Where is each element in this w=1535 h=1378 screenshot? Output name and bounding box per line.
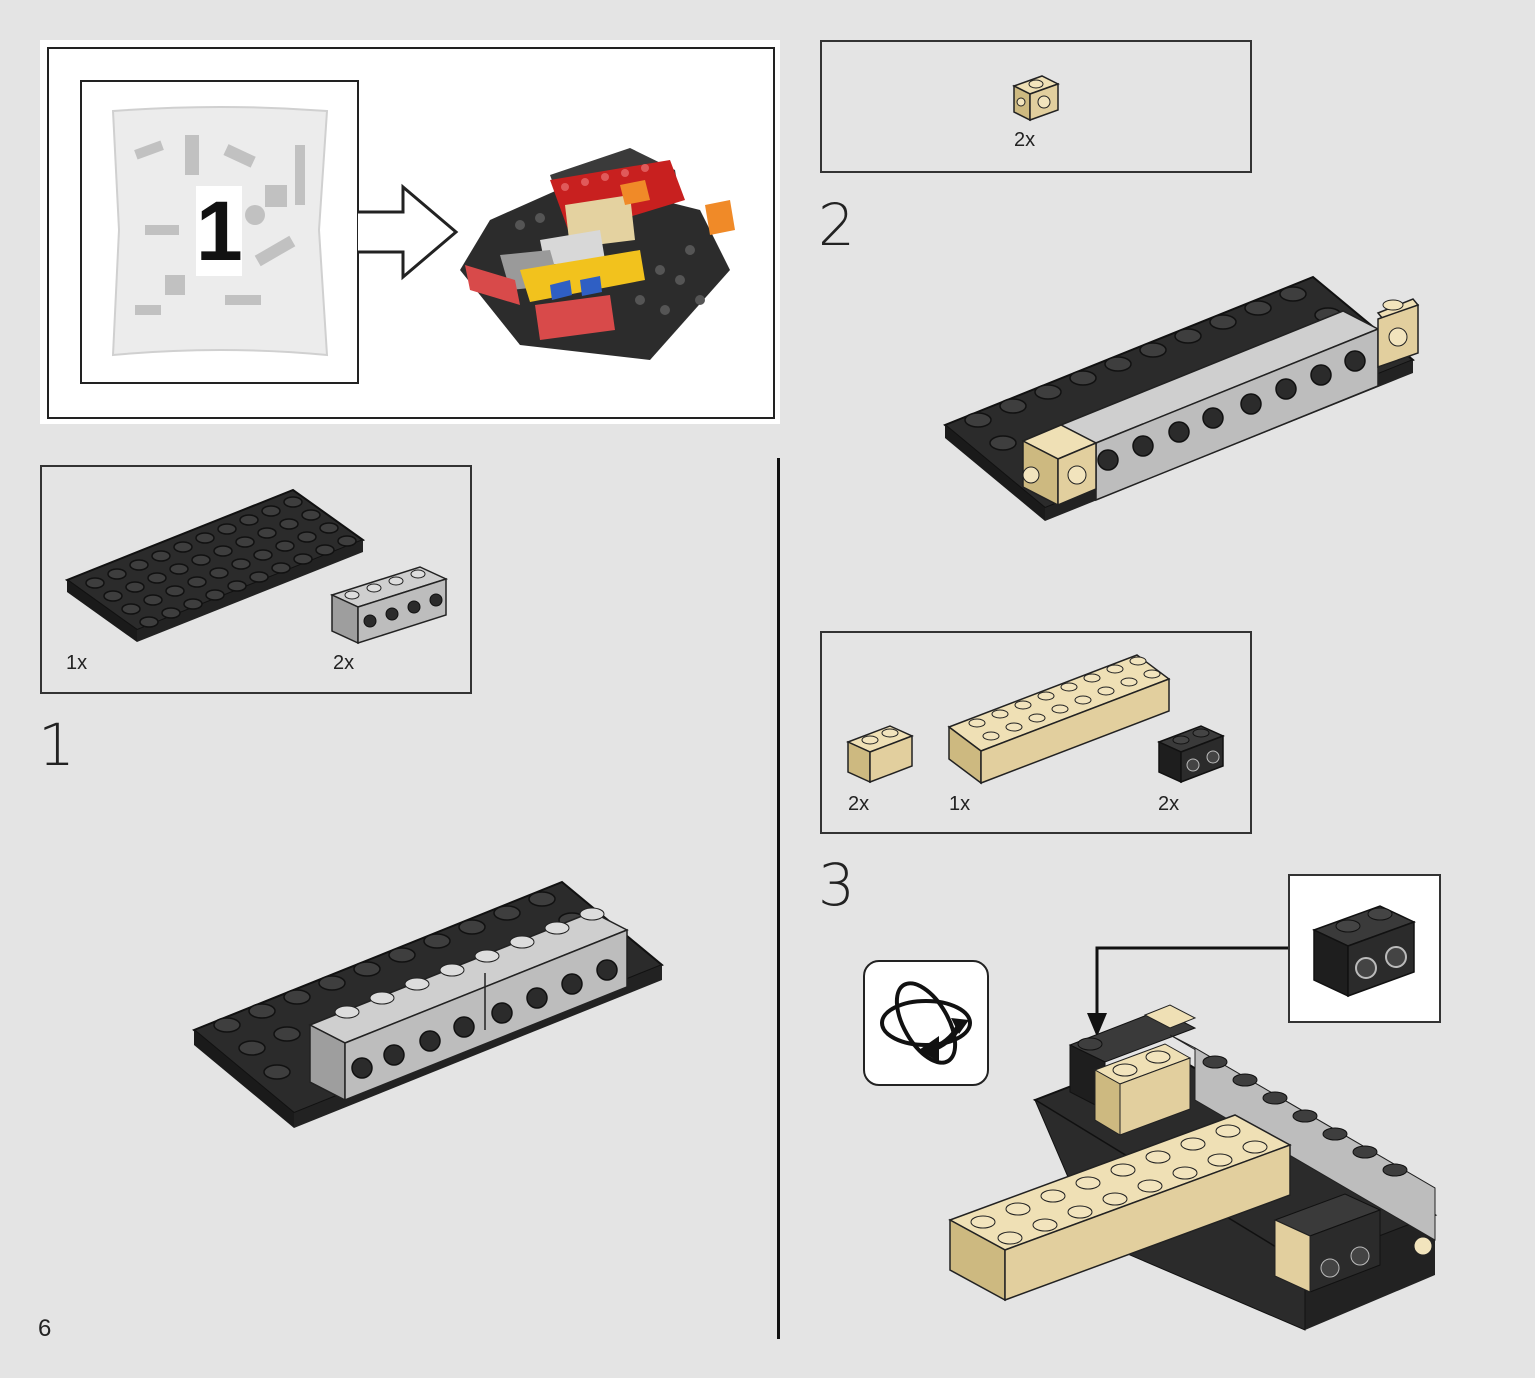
step3-parts-callout: [820, 631, 1252, 834]
page-number: 6: [38, 1315, 52, 1342]
brick-1x4-gray-icon: [329, 566, 449, 645]
brick-1x2-black-side-studs-icon: [1157, 725, 1225, 784]
step1-assembly-illustration: [192, 880, 664, 1128]
bag-number: 1: [196, 184, 243, 278]
step1-parts-callout: [40, 465, 472, 694]
placement-arrow-icon: [1087, 946, 1288, 1037]
page-divider: [777, 458, 780, 1339]
rotate-model-icon: [863, 960, 989, 1086]
step3-part3-qty: 2x: [1158, 793, 1180, 815]
step3-assembly-illustration: [948, 1004, 1438, 1331]
arrow-right-icon: [358, 183, 459, 281]
step1-part1-qty: 1x: [66, 652, 88, 674]
intro-inner-frame: [47, 47, 775, 419]
step1-part2-qty: 2x: [333, 652, 355, 674]
step2-part1-qty: 2x: [1014, 129, 1036, 151]
detail-brick-black-icon: [1312, 905, 1416, 998]
step3-number: 3: [818, 851, 855, 919]
step3-part2-qty: 1x: [949, 793, 971, 815]
car-model-illustration: [460, 148, 735, 360]
plate-4x10-black-icon: [64, 488, 366, 642]
brick-1x1-tan-icon: [1012, 75, 1060, 122]
step2-parts-callout: [820, 40, 1252, 173]
step3-part1-qty: 2x: [848, 793, 870, 815]
brick-2x8-tan-icon: [947, 654, 1171, 785]
brick-1x2-tan-icon: [846, 725, 914, 784]
step1-number: 1: [38, 711, 75, 779]
step2-number: 2: [818, 191, 855, 259]
step2-assembly-illustration: [943, 275, 1420, 521]
